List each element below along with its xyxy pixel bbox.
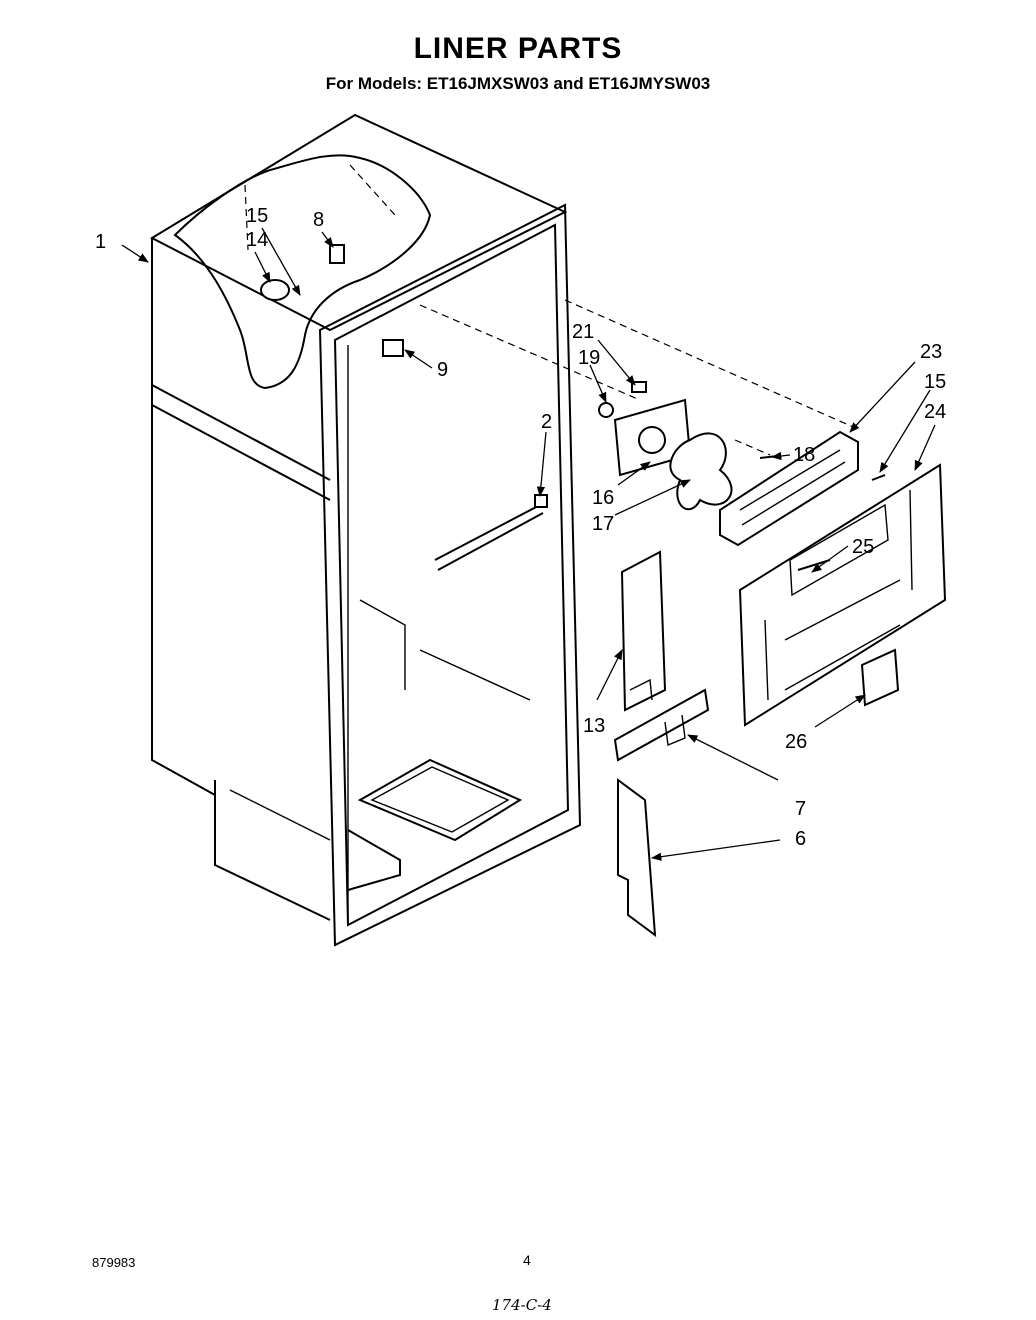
callout-17: 17 — [592, 513, 614, 535]
page-subtitle: For Models: ET16JMXSW03 and ET16JMYSW03 — [325, 74, 711, 93]
callout-14: 14 — [246, 229, 268, 251]
callout-23: 23 — [920, 341, 942, 363]
page-title: LINER PARTS — [413, 32, 623, 65]
plate-part-26 — [860, 648, 900, 707]
document-number: 879983 — [92, 1255, 136, 1270]
rear-panel-part-24 — [738, 463, 947, 727]
fan-motor-assembly — [598, 381, 733, 511]
callout-8: 8 — [313, 209, 324, 231]
callout-2: 2 — [541, 411, 552, 433]
callout-24: 24 — [924, 401, 946, 423]
page-number: 4 — [523, 1252, 531, 1268]
handwritten-note: 174-C-4 — [492, 1296, 552, 1314]
callout-16: 16 — [592, 487, 614, 509]
callout-15-right: 15 — [924, 371, 946, 393]
cabinet-liner — [149, 113, 582, 947]
callout-21: 21 — [572, 321, 594, 343]
callout-25: 25 — [852, 536, 874, 558]
callout-18: 18 — [793, 444, 815, 466]
callout-9: 9 — [437, 359, 448, 381]
callout-7: 7 — [795, 798, 806, 820]
callout-15-left: 15 — [246, 205, 268, 227]
duct-part-6 — [617, 778, 657, 938]
callout-13: 13 — [583, 715, 605, 737]
callout-19: 19 — [578, 347, 600, 369]
duct-part-13 — [620, 550, 667, 712]
callout-26: 26 — [785, 731, 807, 753]
bracket-part-7 — [613, 688, 710, 762]
grille-part-23 — [719, 430, 859, 547]
callout-1: 1 — [95, 231, 106, 253]
callout-6: 6 — [795, 828, 806, 850]
